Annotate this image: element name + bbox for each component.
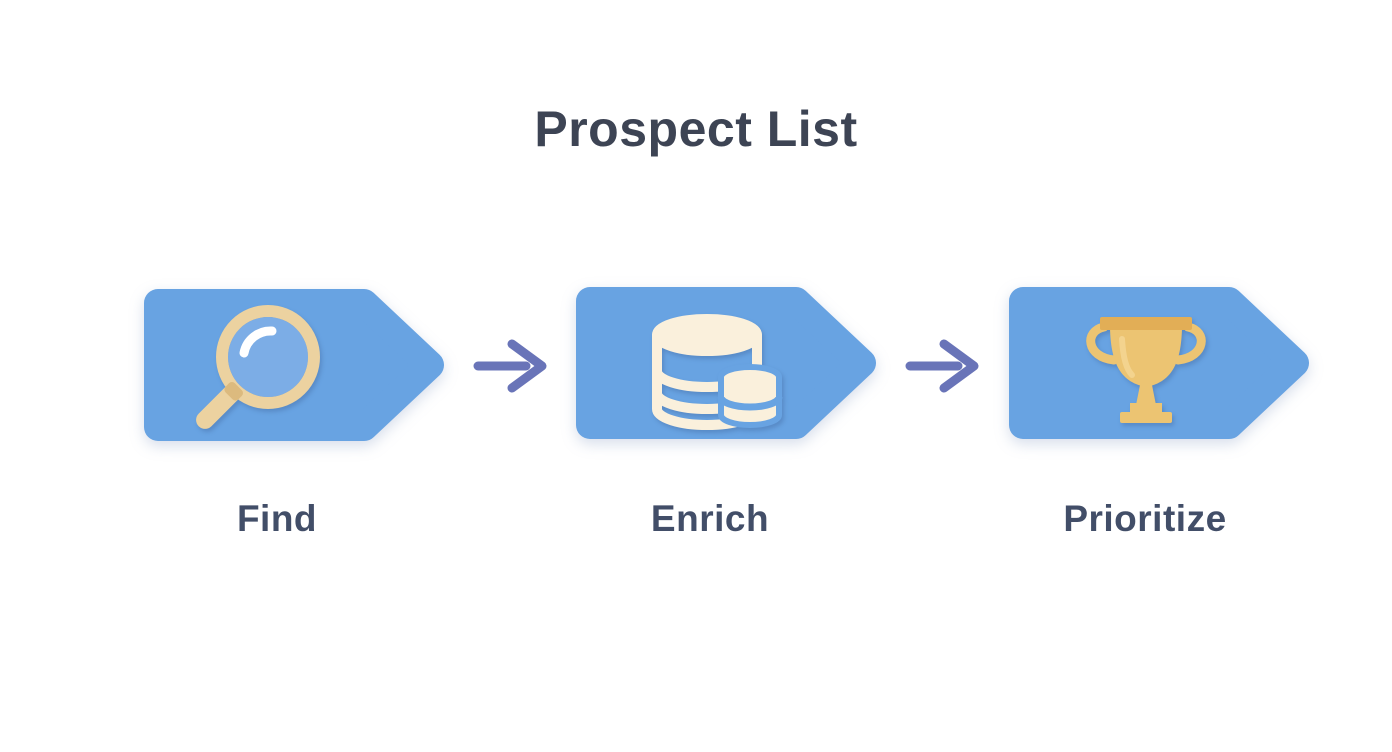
flow-step-find: [138, 283, 458, 447]
arrow-right-icon: [473, 339, 547, 393]
chevron-shape: [576, 287, 876, 439]
chevron-shape: [1009, 287, 1309, 439]
diagram-title: Prospect List: [534, 101, 858, 157]
flow-step-enrich: [570, 281, 890, 445]
arrow-right-icon: [905, 339, 979, 393]
step-label-find: Find: [236, 498, 318, 539]
trophy-icon: [1086, 317, 1206, 423]
flow-step-prioritize: [1003, 281, 1323, 445]
magnifier-icon: [196, 305, 320, 429]
database-icon: [652, 314, 783, 430]
chevron-shape: [144, 289, 444, 441]
step-label-prioritize: Prioritize: [1063, 498, 1227, 539]
step-label-enrich: Enrich: [650, 498, 770, 539]
